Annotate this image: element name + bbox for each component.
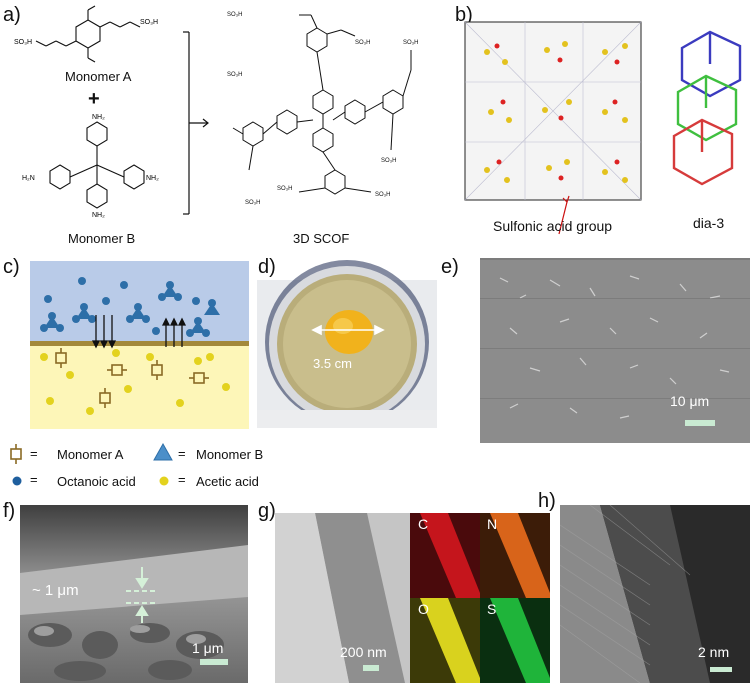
monomer-b-structure: NH₂ H₂N NH₂ NH₂ [22,114,159,219]
nh2-label: NH₂ [92,114,105,121]
sem-surface-image [480,258,750,443]
so3h-label: SO₃H [403,40,418,46]
so3h-label: SO₃H [375,192,390,198]
cross-section-scale-label: 1 μm [192,640,224,656]
scof-label: 3D SCOF [293,231,350,246]
panel-g-label: g) [258,500,276,522]
scof-structure: SO₃H SO₃H SO₃H SO₃H SO₃H SO₃H SO₃H SO₃H [227,12,418,206]
reaction-arrow [183,31,209,215]
sem-scale-label: 10 μm [670,393,710,409]
so3h-label: SO₃H [277,186,292,192]
legend-octanoic: Octanoic acid [57,474,136,489]
so3h-label: SO₃H [355,40,370,46]
legend-eq: = [30,472,38,487]
nh2-label: NH₂ [92,212,105,219]
monomer-a-label: Monomer A [65,69,132,84]
so3h-label: SO₃H [227,72,242,78]
tem-image [275,513,410,683]
legend-eq: = [178,472,186,487]
panel-c-label: c) [3,256,20,278]
sulfonic-acid-label: Sulfonic acid group [493,218,613,234]
legend-acetic-icon [159,476,169,486]
panel-f-label: f) [3,500,16,522]
hrtem-image [559,504,750,684]
legend-eq: = [30,446,38,461]
legend-monomer-b-icon [153,442,173,461]
legend-acetic: Acetic acid [196,474,259,489]
monomer-b-label: Monomer B [68,231,136,246]
map-s-label: S [487,601,497,617]
h2n-label: H₂N [22,175,35,182]
interface-schematic [30,261,249,429]
photo-scale-label: 3.5 cm [313,356,353,371]
nh2-label: NH₂ [146,175,159,182]
panel-e-label: e) [441,256,459,278]
so3h-label: SO₃H [245,200,260,206]
membrane-photo [257,260,437,428]
panel-h-label: h) [538,490,556,512]
dia-3-topology [672,30,742,186]
legend-monomer-a: Monomer A [57,447,124,462]
map-n-label: N [487,516,498,532]
thickness-label: ~ 1 μm [32,582,79,599]
plus-sign: + [88,88,100,110]
so3h-label: SO₃H [227,12,242,18]
so3h-label: SO₃H [14,39,32,46]
so3h-label: SO₃H [140,19,158,26]
map-o-label: O [418,601,429,617]
panel-a-label: a) [3,4,21,26]
eds-map-c [410,513,480,598]
panel-d-label: d) [258,256,276,278]
legend-eq: = [178,446,186,461]
legend-octanoic-icon [12,476,22,486]
crystal-structure-view [464,21,642,235]
map-c-label: C [418,516,429,532]
hrtem-scale-label: 2 nm [698,644,730,660]
legend-monomer-b: Monomer B [196,447,264,462]
so3h-label: SO₃H [381,158,396,164]
eds-map-n [480,513,550,598]
legend-monomer-a-icon [10,444,22,464]
sem-cross-section-image [20,505,248,683]
monomer-a-structure: SO₃H SO₃H [14,5,158,63]
eds-map-o [410,598,480,683]
eds-map-s [480,598,550,683]
panel-b-label: b) [455,4,473,26]
topology-label: dia-3 [693,215,725,231]
tem-scale-label: 200 nm [340,644,387,660]
